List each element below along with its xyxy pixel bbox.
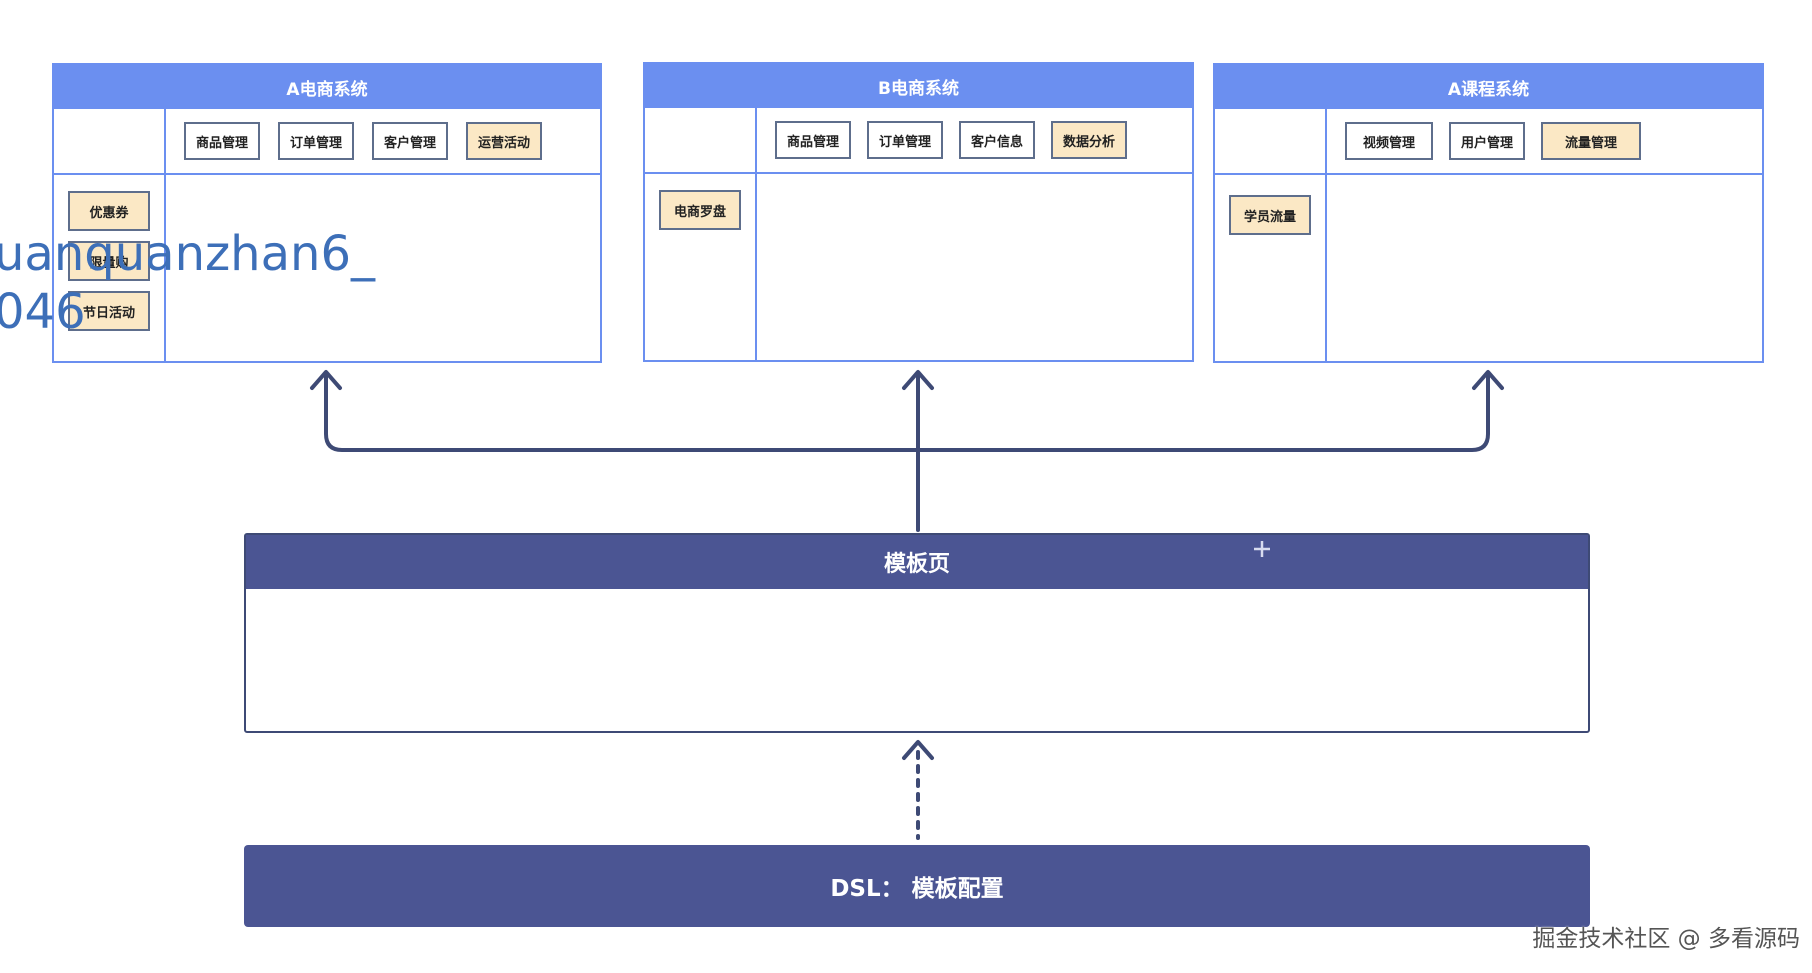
system-c-menu-item-highlight[interactable]: 流量管理 xyxy=(1541,122,1642,160)
template-page-box: 模板页 xyxy=(244,533,1590,733)
system-b-menu-item[interactable]: 客户信息 xyxy=(959,121,1036,159)
arrowhead-right xyxy=(1472,370,1504,390)
system-b-panel: B电商系统 商品管理 订单管理 客户信息 数据分析 电商罗盘 xyxy=(643,62,1194,362)
system-a-side-item[interactable]: 优惠券 xyxy=(68,191,150,231)
system-a-title: A电商系统 xyxy=(54,65,600,109)
footer-credit: 掘金技术社区 @ 多看源码 xyxy=(1532,926,1800,952)
system-c-menu-item[interactable]: 视频管理 xyxy=(1345,122,1434,160)
system-b-menu-item[interactable]: 订单管理 xyxy=(867,121,944,159)
system-b-title: B电商系统 xyxy=(645,64,1192,108)
arrowhead-dotted xyxy=(902,740,934,760)
system-c-menu-bar: 视频管理 用户管理 流量管理 xyxy=(1327,109,1762,175)
template-page-title: 模板页 xyxy=(246,535,1588,589)
system-a-menu-bar: 商品管理 订单管理 客户管理 运营活动 xyxy=(166,109,600,175)
system-c-side-item[interactable]: 学员流量 xyxy=(1229,195,1311,235)
system-b-menu-item-highlight[interactable]: 数据分析 xyxy=(1051,121,1128,159)
arrowhead-center xyxy=(902,370,934,390)
system-c-title: A课程系统 xyxy=(1215,65,1762,109)
crosshair-cursor-icon xyxy=(1254,541,1270,557)
system-a-panel: A电商系统 商品管理 订单管理 客户管理 运营活动 优惠券 限量购 节日活动 xyxy=(52,63,602,363)
watermark-text: uanquanzhan6_ 046 xyxy=(0,226,375,340)
system-a-menu-item[interactable]: 客户管理 xyxy=(372,122,449,160)
branch-right xyxy=(916,372,1490,452)
system-a-sidebar xyxy=(54,109,166,361)
system-a-menu-item[interactable]: 商品管理 xyxy=(184,122,261,160)
branch-left xyxy=(324,372,920,452)
system-b-sidebar xyxy=(645,108,757,360)
dsl-config-bar: DSL： 模板配置 xyxy=(244,845,1590,927)
arrowhead-left xyxy=(310,370,342,390)
system-b-side-item[interactable]: 电商罗盘 xyxy=(659,190,741,230)
system-b-menu-item[interactable]: 商品管理 xyxy=(775,121,852,159)
system-c-menu-item[interactable]: 用户管理 xyxy=(1449,122,1526,160)
system-a-side-item[interactable]: 限量购 xyxy=(68,241,150,281)
system-b-menu-bar: 商品管理 订单管理 客户信息 数据分析 xyxy=(757,108,1192,174)
system-c-panel: A课程系统 视频管理 用户管理 流量管理 学员流量 xyxy=(1213,63,1764,363)
system-c-sidebar xyxy=(1215,109,1327,361)
system-a-menu-item[interactable]: 订单管理 xyxy=(278,122,355,160)
system-a-side-item[interactable]: 节日活动 xyxy=(68,291,150,331)
system-a-menu-item-highlight[interactable]: 运营活动 xyxy=(466,122,543,160)
